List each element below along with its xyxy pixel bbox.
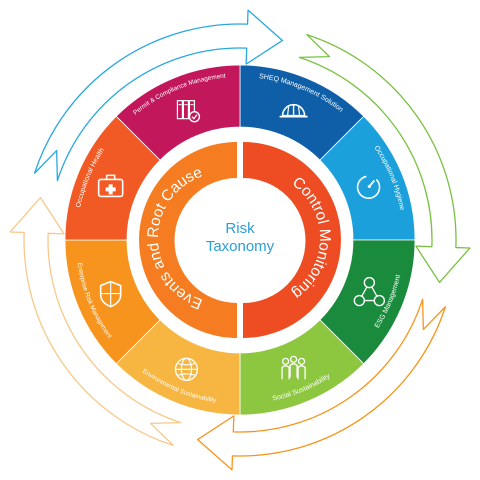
outer-arrow-orange: [196, 298, 447, 471]
first-aid-kit-icon: [97, 174, 124, 198]
globe-icon: [174, 357, 199, 382]
shield-icon: [99, 280, 122, 308]
outer-arrow-light-orange: [9, 196, 182, 447]
stopwatch-icon: [356, 175, 381, 199]
esg-cycle-icon: [353, 276, 386, 307]
compliance-folders-icon: [176, 100, 201, 123]
outer-arrow-green: [298, 33, 471, 284]
center-title-line1: Risk: [225, 220, 255, 237]
segment-permit-and-compliance-management: [115, 64, 241, 161]
center-circle: [182, 182, 298, 298]
control-monitoring-segment: [243, 142, 341, 338]
outer-cycle-arrows: [9, 9, 471, 471]
center-title-line2: Taxonomy: [206, 238, 275, 255]
events-root-cause-segment: [139, 142, 237, 338]
outer-arrow-blue: [33, 9, 284, 182]
people-group-icon: [281, 355, 306, 380]
hard-hat-icon: [279, 103, 308, 118]
